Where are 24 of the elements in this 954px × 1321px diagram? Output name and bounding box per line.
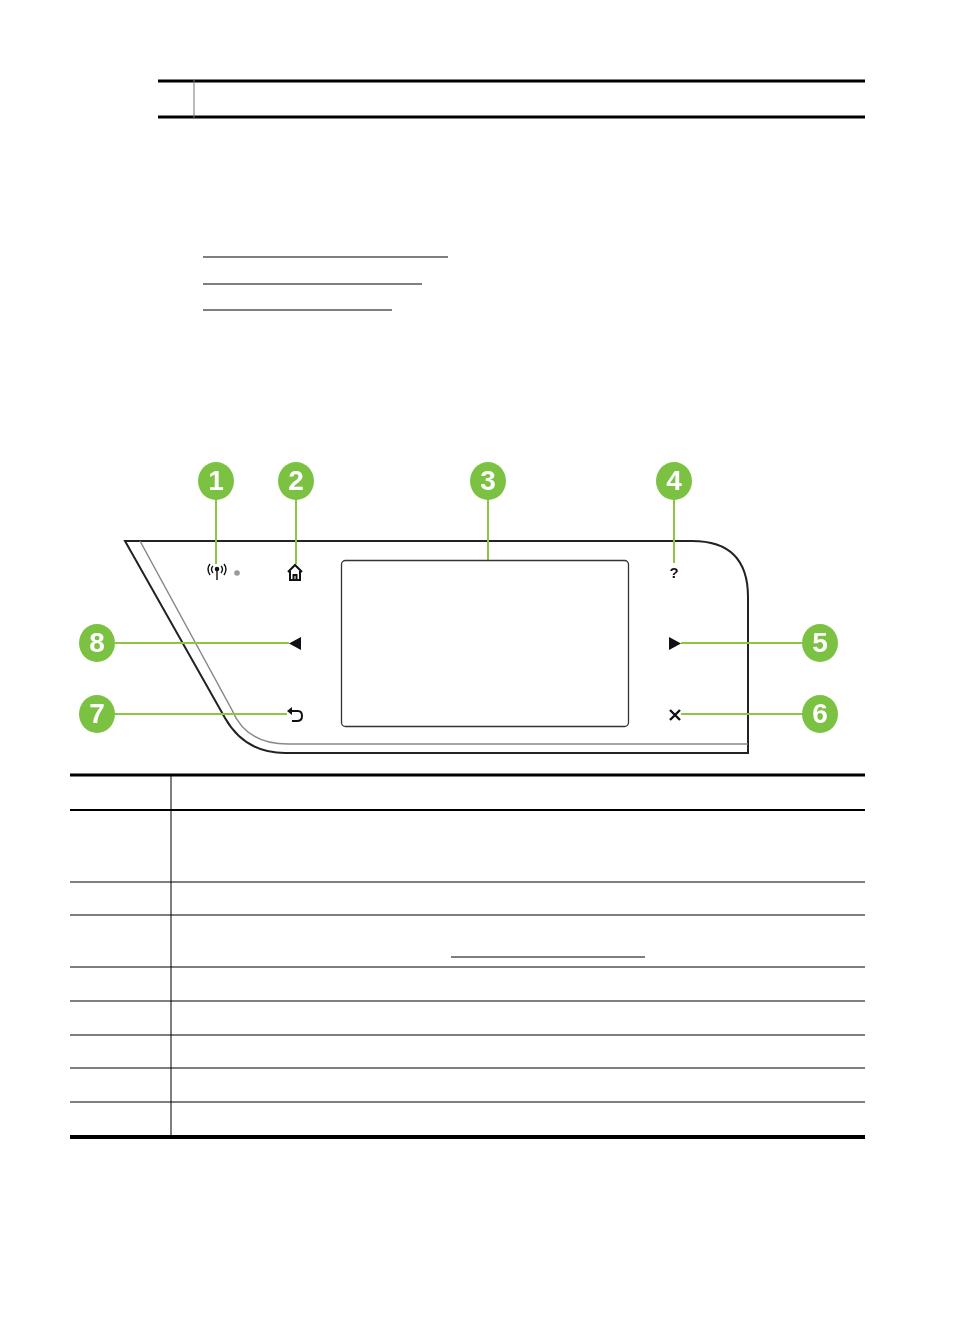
close-icon bbox=[669, 709, 681, 721]
callout-number: 1 bbox=[198, 462, 234, 500]
callout-number: 6 bbox=[802, 695, 838, 733]
leader-line bbox=[114, 713, 288, 715]
wireless-icon bbox=[207, 564, 241, 581]
display-screen bbox=[341, 560, 629, 727]
callout-number: 2 bbox=[278, 462, 314, 500]
leader-line bbox=[487, 498, 489, 561]
triangle-arrow-icon bbox=[289, 637, 301, 650]
leader-line bbox=[673, 498, 675, 564]
leader-line bbox=[114, 642, 290, 644]
leader-line bbox=[680, 713, 803, 715]
callout-number: 3 bbox=[470, 462, 506, 500]
leader-line bbox=[680, 642, 803, 644]
back-icon bbox=[287, 707, 303, 722]
callout-number: 4 bbox=[656, 462, 692, 500]
leader-line bbox=[295, 498, 297, 565]
callout-number: 8 bbox=[79, 624, 115, 662]
help-icon: ? bbox=[666, 563, 682, 581]
callout-number: 5 bbox=[802, 624, 838, 662]
leader-line bbox=[215, 498, 217, 565]
triangle-arrow-icon bbox=[669, 637, 681, 650]
callout-number: 7 bbox=[79, 695, 115, 733]
home-icon bbox=[287, 564, 303, 581]
